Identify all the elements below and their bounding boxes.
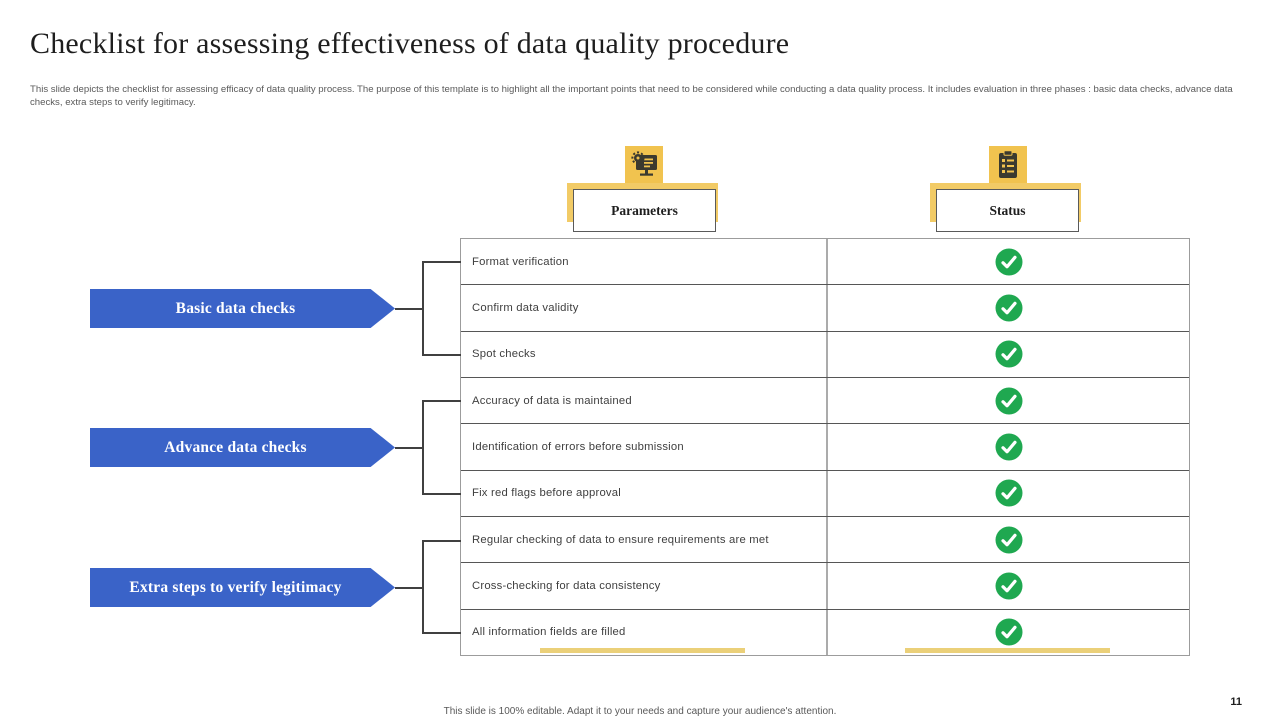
status-check-icon <box>995 479 1023 507</box>
group-arrow-basic-data-checks: Basic data checks <box>90 289 395 328</box>
parameter-cell: All information fields are filled <box>472 626 626 639</box>
table-row: Regular checking of data to ensure requi… <box>461 516 1189 564</box>
connector-line <box>422 632 461 634</box>
table-row: All information fields are filled <box>461 609 1189 655</box>
connector-line <box>422 400 424 494</box>
connector-line <box>422 261 461 263</box>
parameter-cell: Spot checks <box>472 348 536 361</box>
slide-description: This slide depicts the checklist for ass… <box>30 84 1233 108</box>
status-check-icon <box>995 248 1023 276</box>
group-arrow-advance-data-checks: Advance data checks <box>90 428 395 467</box>
table-row: Cross-checking for data consistency <box>461 563 1189 610</box>
group-arrow-extra-steps: Extra steps to verify legitimacy <box>90 568 395 607</box>
parameter-cell: Regular checking of data to ensure requi… <box>472 533 769 546</box>
table-row: Identification of errors before submissi… <box>461 424 1189 471</box>
status-cell <box>826 563 1189 609</box>
connector-line <box>422 493 461 495</box>
status-check-icon <box>995 618 1023 646</box>
status-cell <box>826 239 1189 285</box>
status-cell <box>826 424 1189 470</box>
status-check-icon <box>995 294 1023 322</box>
status-cell <box>826 609 1189 655</box>
parameter-cell: Confirm data validity <box>472 301 579 314</box>
status-check-icon <box>995 526 1023 554</box>
parameter-cell: Identification of errors before submissi… <box>472 440 684 453</box>
table-row: Fix red flags before approval <box>461 470 1189 517</box>
connector-line <box>395 308 423 310</box>
checklist-table: Format verification Confirm data validit… <box>460 238 1190 656</box>
group-label: Basic data checks <box>175 299 296 317</box>
connector-line <box>422 261 424 355</box>
footer-note: This slide is 100% editable. Adapt it to… <box>443 706 837 717</box>
column-header-label: Status <box>989 202 1026 218</box>
monitor-settings-icon <box>625 146 663 184</box>
page-title: Checklist for assessing effectiveness of… <box>30 27 790 60</box>
table-accent-bar <box>540 648 745 653</box>
group-label: Extra steps to verify legitimacy <box>129 578 342 596</box>
status-check-icon <box>995 572 1023 600</box>
status-cell <box>826 285 1189 331</box>
column-header-status: Status <box>936 189 1079 232</box>
status-check-icon <box>995 340 1023 368</box>
column-header-parameters: Parameters <box>573 189 716 232</box>
connector-line <box>422 400 461 402</box>
parameter-cell: Accuracy of data is maintained <box>472 394 632 407</box>
status-cell <box>826 470 1189 516</box>
page-number: 11 <box>1230 696 1242 708</box>
clipboard-checklist-icon <box>989 146 1027 184</box>
table-accent-bar <box>905 648 1110 653</box>
status-cell <box>826 516 1189 563</box>
connector-line <box>422 354 461 356</box>
parameter-cell: Fix red flags before approval <box>472 487 621 500</box>
table-row: Format verification <box>461 239 1189 286</box>
table-row: Accuracy of data is maintained <box>461 377 1189 425</box>
status-cell <box>826 377 1189 424</box>
parameter-cell: Cross-checking for data consistency <box>472 579 661 592</box>
status-check-icon <box>995 387 1023 415</box>
table-row: Spot checks <box>461 331 1189 378</box>
status-check-icon <box>995 433 1023 461</box>
connector-line <box>422 540 461 542</box>
parameter-cell: Format verification <box>472 255 569 268</box>
connector-line <box>395 587 423 589</box>
column-header-label: Parameters <box>611 202 678 218</box>
group-label: Advance data checks <box>164 438 307 456</box>
connector-line <box>422 540 424 633</box>
connector-line <box>395 447 423 449</box>
status-cell <box>826 331 1189 377</box>
table-row: Confirm data validity <box>461 285 1189 332</box>
